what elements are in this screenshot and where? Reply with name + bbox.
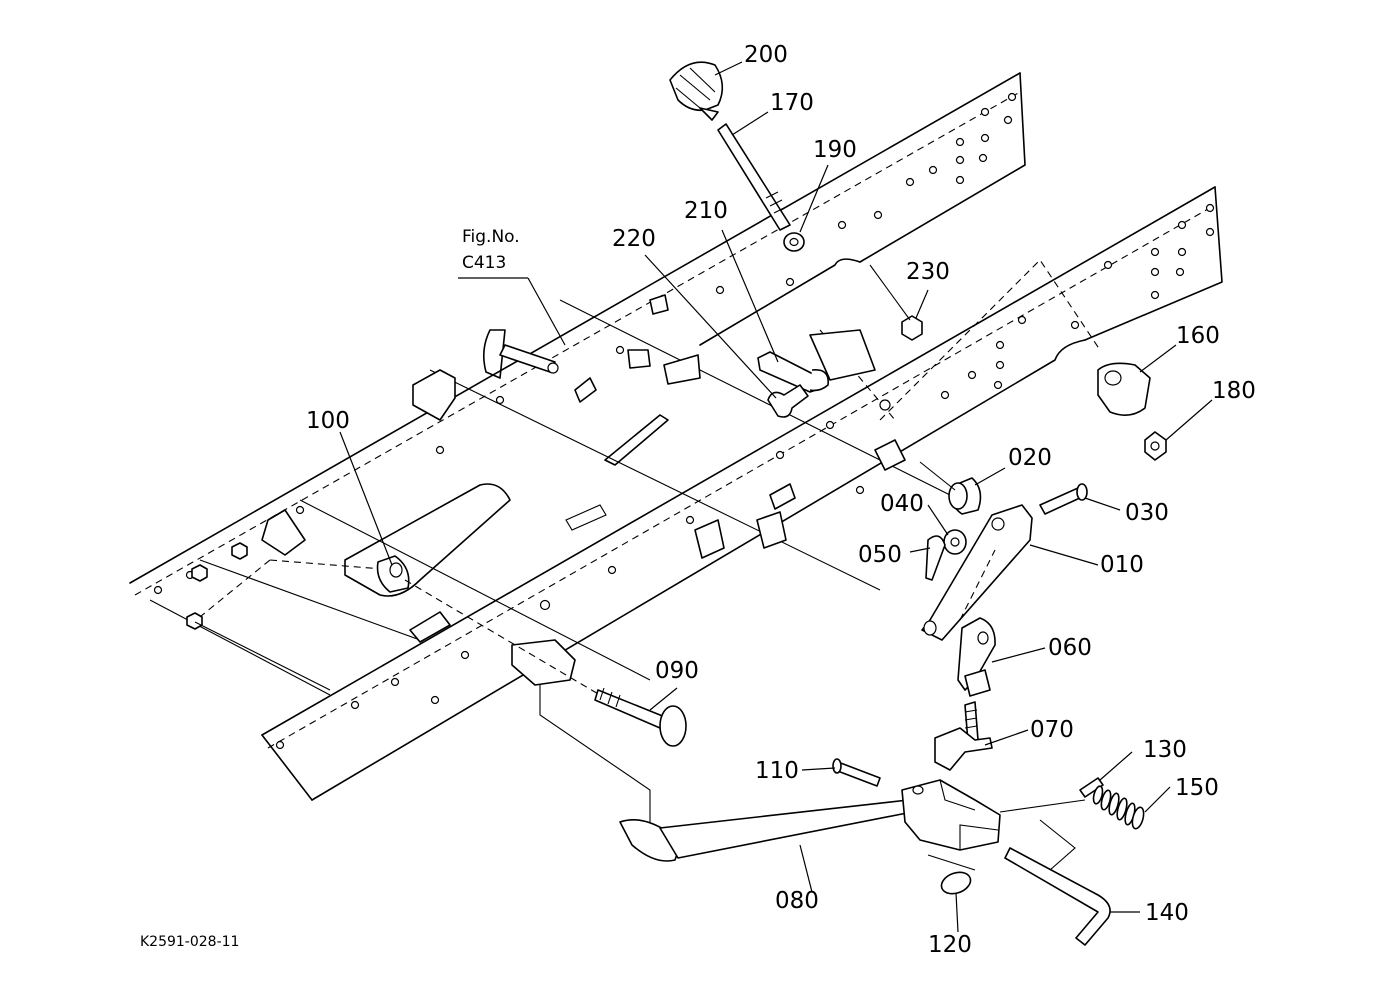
part-170-rod [717, 123, 791, 231]
callout-230: 230 [906, 259, 950, 285]
part-120-cap [927, 854, 976, 895]
frame-nuts [186, 542, 331, 691]
part-180-nut [1144, 431, 1167, 461]
part-020-bushing [948, 477, 982, 515]
upper-rail-holes [153, 92, 1017, 595]
part-040-washer [943, 529, 967, 555]
assembly-lines [404, 264, 1086, 813]
part-160-knob [1097, 362, 1151, 416]
callout-150: 150 [1175, 775, 1219, 801]
part-050-cotter-pin [925, 535, 946, 581]
callout-050: 050 [858, 542, 902, 568]
callout-220: 220 [612, 226, 656, 252]
part-010-arm [921, 504, 1033, 641]
callout-160: 160 [1176, 323, 1220, 349]
callout-170: 170 [770, 90, 814, 116]
part-130-pin [1079, 777, 1104, 798]
callout-100: 100 [306, 408, 350, 434]
chassis-frame [129, 72, 1223, 801]
part-230-nut [901, 315, 923, 341]
part-070-bracket [934, 701, 993, 771]
part-150-spring [1092, 785, 1145, 830]
part-210-lever [757, 351, 829, 393]
part-100-bushing [376, 555, 410, 593]
part-190-washer [783, 232, 805, 252]
callout-020: 020 [1008, 445, 1052, 471]
drawing-code: K2591-028-11 [140, 934, 239, 950]
part-030-pin [1039, 483, 1088, 515]
figure-ref-label: Fig.No. [462, 227, 520, 247]
callout-070: 070 [1030, 717, 1074, 743]
figure-ref-number: C413 [462, 253, 506, 273]
callout-labels: 200 170 190 210 220 230 160 180 020 030 … [140, 42, 1256, 958]
part-220-bolt [767, 384, 809, 418]
part-060-clevis [957, 617, 996, 697]
callout-130: 130 [1143, 737, 1187, 763]
callout-030: 030 [1125, 500, 1169, 526]
part-140-l-rod [1004, 819, 1111, 946]
callout-140: 140 [1145, 900, 1189, 926]
callout-040: 040 [880, 491, 924, 517]
callout-010: 010 [1100, 552, 1144, 578]
callout-210: 210 [684, 198, 728, 224]
part-200-knob [669, 61, 724, 121]
callout-110: 110 [755, 758, 799, 784]
callout-060: 060 [1048, 635, 1092, 661]
frame-brackets [261, 294, 906, 643]
part-080-pedal-arm [619, 779, 1001, 862]
callout-190: 190 [813, 137, 857, 163]
callout-120: 120 [928, 932, 972, 958]
part-090-pivot-pin [594, 687, 687, 747]
part-110-bolt [832, 758, 881, 787]
callout-200: 200 [744, 42, 788, 68]
callout-080: 080 [775, 888, 819, 914]
pivot-bracket [511, 639, 651, 822]
callout-180: 180 [1212, 378, 1256, 404]
callout-090: 090 [655, 658, 699, 684]
lower-rail-holes [275, 203, 1215, 750]
leader-lines [339, 61, 1213, 933]
